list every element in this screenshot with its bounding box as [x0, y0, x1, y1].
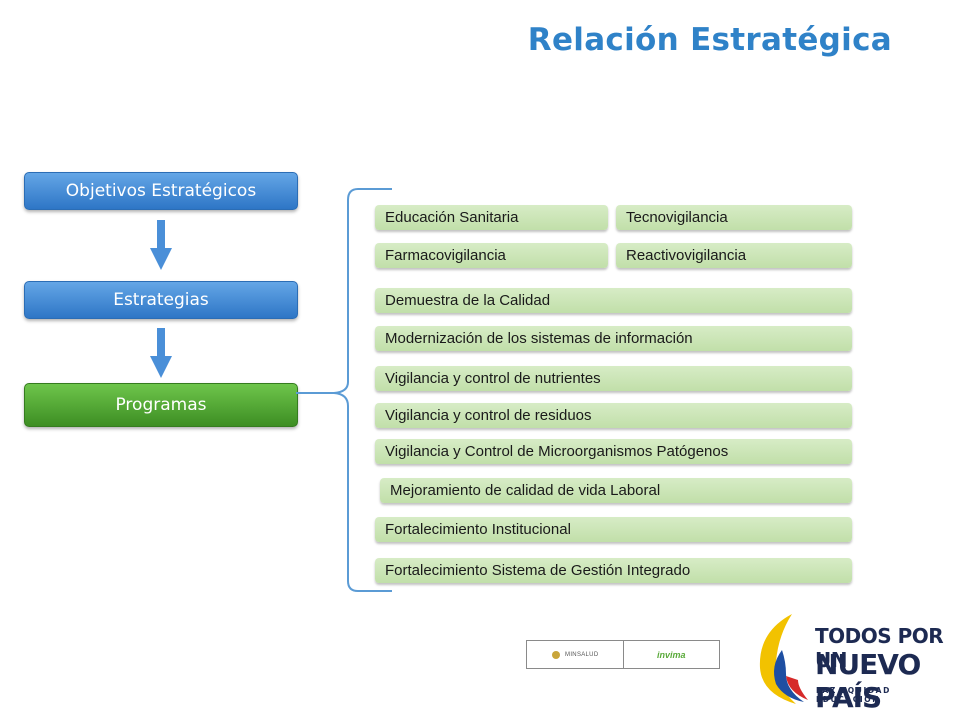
invima-logo: invima: [622, 641, 720, 668]
down-arrow-icon: [150, 328, 172, 378]
program-item: Modernización de los sistemas de informa…: [375, 326, 852, 351]
programas-box: Programas: [24, 383, 298, 427]
institution-logos: MINSALUD invima: [526, 640, 720, 669]
objetivos-box: Objetivos Estratégicos: [24, 172, 298, 210]
minsalud-logo: MINSALUD: [527, 641, 623, 668]
page-title: Relación Estratégica: [527, 22, 892, 58]
program-item: Demuestra de la Calidad: [375, 288, 852, 313]
bracket-connector: [296, 188, 392, 592]
seal-icon: [552, 650, 561, 659]
todos-por-un-nuevo-pais-logo: TODOS POR UN NUEVO PAÍS PAZ EQUIDAD EDUC…: [752, 610, 952, 714]
program-item: Vigilancia y Control de Microorganismos …: [375, 439, 852, 464]
program-item: Vigilancia y control de nutrientes: [375, 366, 852, 391]
program-item: Reactivovigilancia: [616, 243, 852, 268]
down-arrow-icon: [150, 220, 172, 270]
program-item: Tecnovigilancia: [616, 205, 852, 230]
colombia-swoosh-icon: [759, 614, 808, 704]
program-item: Farmacovigilancia: [375, 243, 608, 268]
program-item: Fortalecimiento Institucional: [375, 517, 852, 542]
program-item: Educación Sanitaria: [375, 205, 608, 230]
program-item: Vigilancia y control de residuos: [375, 403, 852, 428]
program-item: Mejoramiento de calidad de vida Laboral: [380, 478, 852, 503]
program-item: Fortalecimiento Sistema de Gestión Integ…: [375, 558, 852, 583]
estrategias-box: Estrategias: [24, 281, 298, 319]
